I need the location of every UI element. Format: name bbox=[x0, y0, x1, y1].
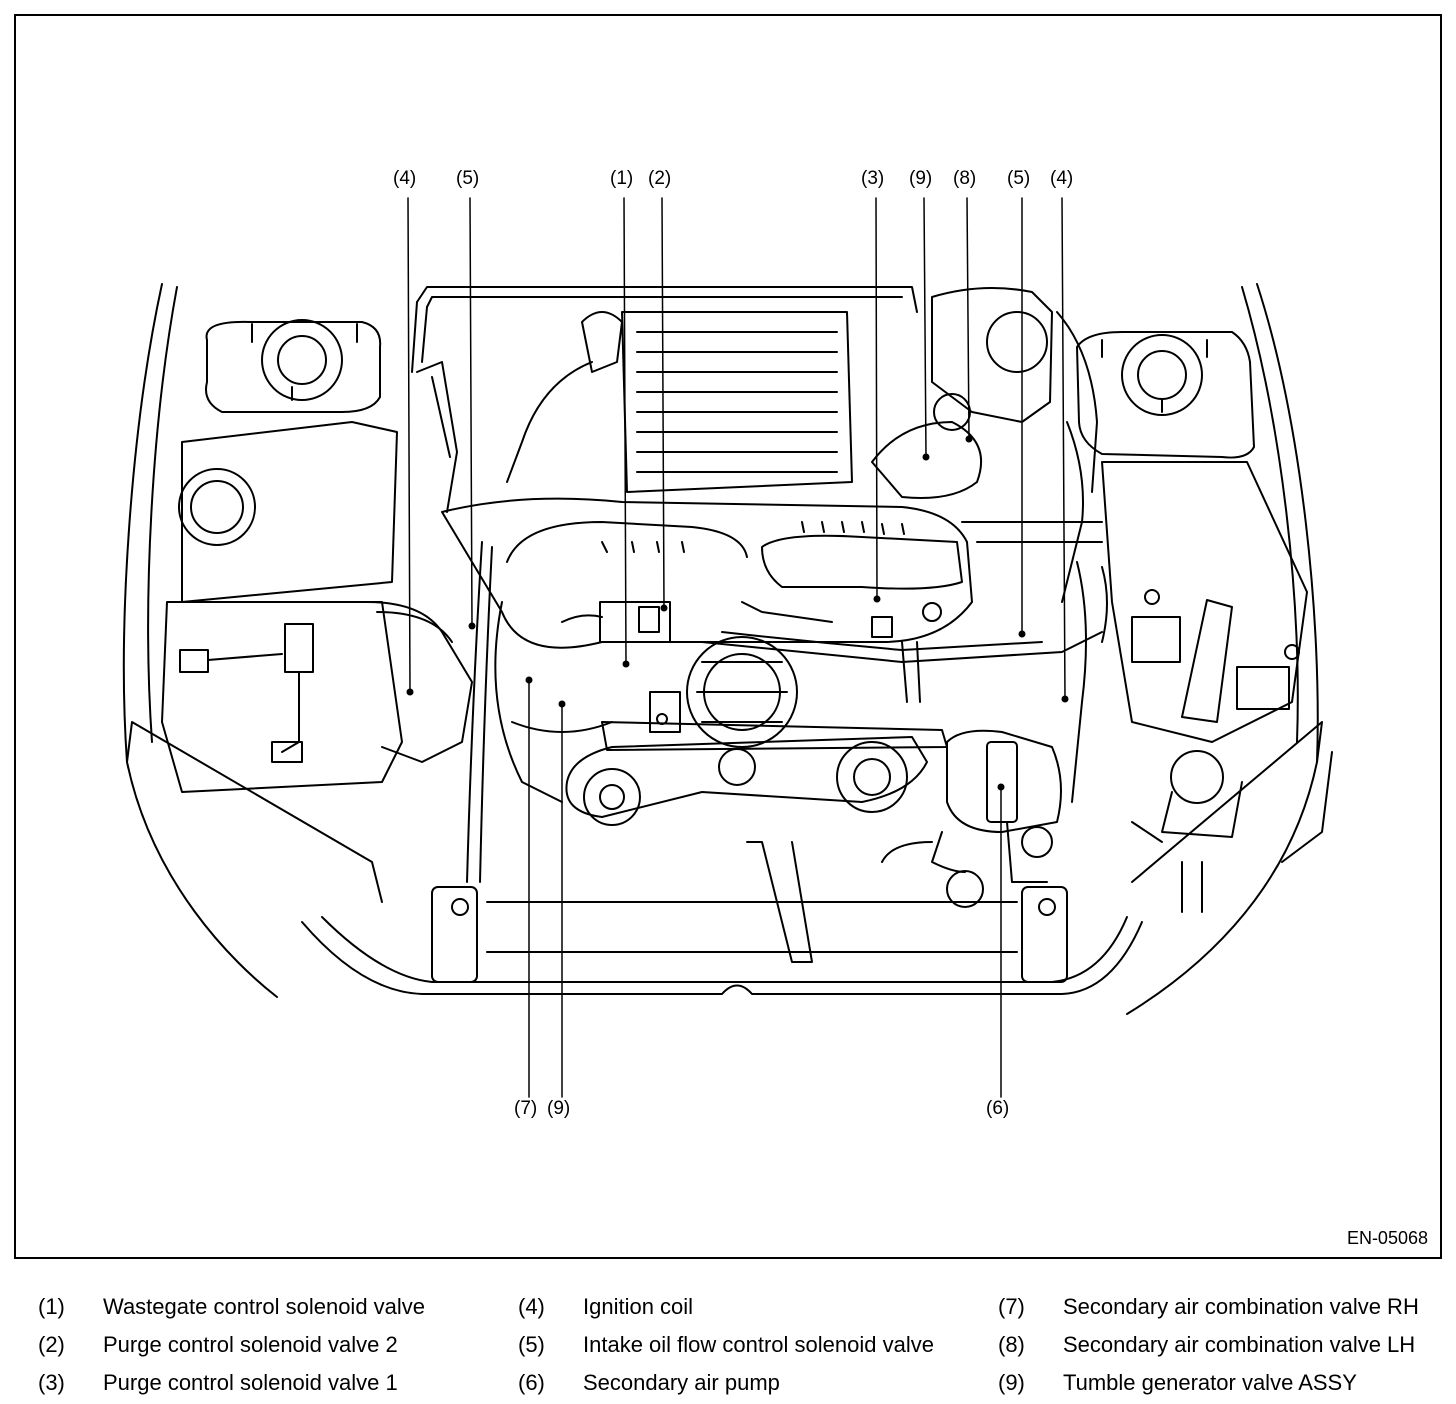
callout-purge-2: (2) bbox=[648, 168, 672, 189]
legend-label: Purge control solenoid valve 2 bbox=[103, 1332, 398, 1357]
legend-label: Wastegate control solenoid valve bbox=[103, 1294, 426, 1319]
legend-label: Ignition coil bbox=[583, 1294, 694, 1319]
legend-number: (2) bbox=[38, 1332, 65, 1357]
secondary-air-pump bbox=[881, 729, 1062, 908]
callout-intake-oil-flow-right: (5) bbox=[1007, 168, 1031, 189]
legend-number: (8) bbox=[998, 1332, 1025, 1357]
left-strut-tower bbox=[205, 319, 382, 413]
belt-pulleys bbox=[565, 721, 948, 826]
leader-dots bbox=[406, 435, 1069, 791]
legend-label: Intake oil flow control solenoid valve bbox=[583, 1332, 934, 1357]
legend: (1) Wastegate control solenoid valve (2)… bbox=[0, 1288, 1456, 1404]
diagram-frame: (4) (5) (1) (2) (3) (9) (8) (5) (4) (7) … bbox=[14, 14, 1442, 1259]
legend-number: (7) bbox=[998, 1294, 1025, 1319]
battery bbox=[1101, 461, 1308, 743]
engine-compartment-drawing bbox=[122, 197, 1333, 1098]
callout-ignition-coil-left: (4) bbox=[393, 168, 417, 189]
legend-label: Secondary air combination valve RH bbox=[1063, 1294, 1419, 1319]
right-strut-tower bbox=[1076, 331, 1255, 459]
leader-lines bbox=[407, 197, 1066, 1098]
legend-number: (6) bbox=[518, 1370, 545, 1395]
figure-code: EN-05068 bbox=[1346, 1228, 1428, 1248]
intake-manifold bbox=[441, 497, 973, 803]
fender-outline bbox=[122, 283, 1323, 1015]
callout-purge-1: (3) bbox=[861, 168, 885, 189]
legend-label: Secondary air pump bbox=[583, 1370, 780, 1395]
callout-sec-air-lh: (8) bbox=[953, 168, 977, 189]
callout-tumble-bottom: (9) bbox=[547, 1098, 571, 1119]
legend-label: Purge control solenoid valve 1 bbox=[103, 1370, 398, 1395]
callout-wastegate: (1) bbox=[610, 168, 634, 189]
intercooler bbox=[411, 286, 918, 493]
callout-sec-air-rh: (7) bbox=[514, 1098, 538, 1119]
legend-number: (1) bbox=[38, 1294, 65, 1319]
washer-tank bbox=[1131, 750, 1333, 913]
alternator bbox=[649, 636, 798, 748]
legend-number: (5) bbox=[518, 1332, 545, 1357]
callout-sec-air-pump: (6) bbox=[986, 1098, 1010, 1119]
callout-tumble-top: (9) bbox=[909, 168, 933, 189]
radiator-support bbox=[301, 841, 1143, 995]
legend-label: Secondary air combination valve LH bbox=[1063, 1332, 1416, 1357]
hoses-and-wiring bbox=[416, 311, 1108, 883]
legend-number: (9) bbox=[998, 1370, 1025, 1395]
legend-label: Tumble generator valve ASSY bbox=[1063, 1370, 1357, 1395]
callout-intake-oil-flow-left: (5) bbox=[456, 168, 480, 189]
air-cleaner bbox=[161, 421, 473, 793]
legend-number: (4) bbox=[518, 1294, 545, 1319]
callout-ignition-coil-right: (4) bbox=[1050, 168, 1074, 189]
legend-number: (3) bbox=[38, 1370, 65, 1395]
reservoir bbox=[871, 287, 1098, 499]
